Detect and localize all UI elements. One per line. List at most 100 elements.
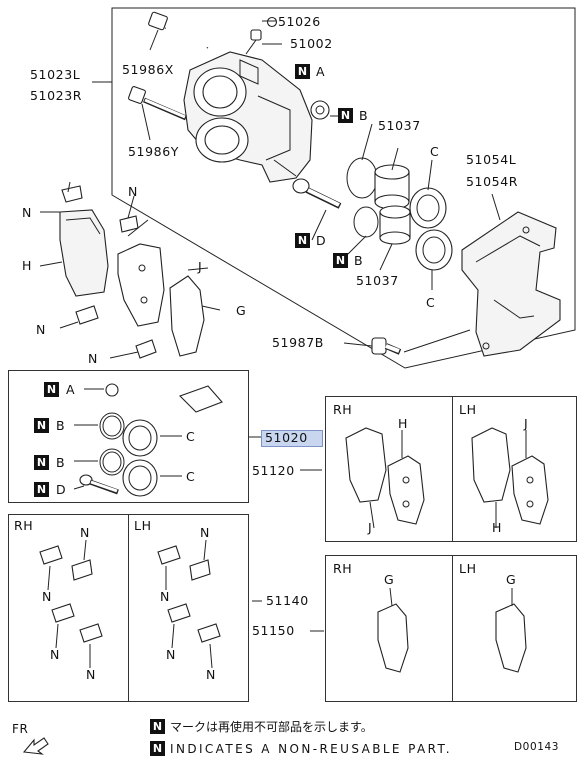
non-reusable-badge: N: [295, 64, 310, 79]
letter-j-lh: J: [524, 416, 529, 431]
non-reusable-badge: N: [295, 233, 310, 248]
letter-a-top: A: [316, 64, 326, 79]
clip-set-51140: [39, 545, 221, 643]
letter-a-kit: A: [66, 382, 76, 397]
letter-d-top: D: [316, 233, 327, 248]
letter-n-lh4: N: [206, 667, 216, 682]
fr-arrow-icon: [22, 737, 49, 755]
letter-h-rh: H: [398, 416, 408, 431]
letter-b-mid: B: [354, 253, 364, 268]
non-reusable-badge: N: [333, 253, 348, 268]
bolt-51986x: [148, 11, 209, 49]
letter-n-rh3: N: [50, 647, 60, 662]
non-reusable-badge: N: [34, 455, 49, 470]
non-reusable-badge: N: [338, 108, 353, 123]
diagram-code: D00143: [514, 741, 560, 753]
part-51140-label[interactable]: 51140: [266, 593, 309, 608]
letter-b-top: B: [359, 108, 369, 123]
bolt-51986y: [128, 86, 187, 121]
pin-d: [292, 178, 342, 209]
letter-n-lh2: N: [160, 589, 170, 604]
letter-g-rh: G: [384, 572, 395, 587]
rh-label-pads: RH: [333, 402, 353, 417]
shim-set-box: [325, 555, 577, 702]
part-51037-bottom-label[interactable]: 51037: [356, 273, 399, 288]
legend-japanese: マークは再使用不可部品を示します。: [170, 720, 373, 734]
letter-j-rh: J: [368, 520, 373, 535]
seal-kit-parts: [79, 383, 223, 497]
letter-d-kit: D: [56, 482, 67, 497]
bolt-51987b: [371, 337, 402, 355]
part-51986y-label[interactable]: 51986Y: [128, 144, 179, 159]
part-51987b-label[interactable]: 51987B: [272, 335, 324, 350]
letter-n-clip2: N: [22, 205, 32, 220]
support-bracket: [461, 211, 561, 357]
non-reusable-badge: N: [44, 382, 59, 397]
letter-c-mid: C: [426, 295, 436, 310]
letter-n-lh3: N: [166, 647, 176, 662]
fr-label: FR: [12, 722, 29, 736]
letter-c-top: C: [430, 144, 440, 159]
lh-label-shims: LH: [459, 561, 477, 576]
lh-label-pads: LH: [459, 402, 477, 417]
pad-j: [117, 243, 165, 327]
letter-b-kit2: B: [56, 455, 66, 470]
part-51020-highlight[interactable]: [261, 430, 323, 447]
part-51037-top-label[interactable]: 51037: [378, 118, 421, 133]
clip-set-divider: [128, 514, 129, 702]
pad-set-divider: [452, 396, 453, 542]
legend-badge-en: N: [150, 741, 165, 756]
letter-n-lh1: N: [200, 525, 210, 540]
clips-top: [61, 185, 157, 359]
part-51054r-label[interactable]: 51054R: [466, 174, 519, 189]
pad-set-box: [325, 396, 577, 542]
leaders-51150: [389, 587, 513, 607]
shim-g: [169, 275, 205, 357]
letter-g-shim: G: [236, 303, 247, 318]
pad-set-51120: [345, 427, 549, 525]
legend-badge-jp: N: [150, 719, 165, 734]
shim-set-divider: [452, 555, 453, 702]
letter-n-clip3: N: [36, 322, 46, 337]
part-51054l-label[interactable]: 51054L: [466, 152, 517, 167]
non-reusable-badge: N: [34, 418, 49, 433]
letter-h-lh: H: [492, 520, 502, 535]
pad-h: [59, 209, 109, 297]
part-51026-label[interactable]: 51026: [278, 14, 321, 29]
leaders-51120: [300, 430, 527, 529]
leaders-top: [39, 20, 501, 359]
part-51023l-label[interactable]: 51023L: [30, 67, 81, 82]
lh-label-clips: LH: [134, 518, 152, 533]
part-51002-label[interactable]: 51002: [290, 36, 333, 51]
letter-b-kit1: B: [56, 418, 66, 433]
part-51986x-label[interactable]: 51986X: [122, 62, 174, 77]
letter-c-kit1: C: [186, 429, 196, 444]
letter-n-rh1: N: [80, 525, 90, 540]
rh-label-clips: RH: [14, 518, 34, 533]
leaders-kit: [73, 388, 262, 490]
letter-h-pad: H: [22, 258, 32, 273]
letter-n-rh2: N: [42, 589, 52, 604]
ring-a-top: [310, 100, 330, 120]
piston-set-top: [346, 157, 453, 271]
caliper-body: [183, 51, 313, 183]
letter-j-pad: J: [198, 259, 203, 274]
legend-english: INDICATES A NON-REUSABLE PART.: [170, 742, 452, 756]
shim-set-51150: [377, 603, 527, 673]
part-51150-label[interactable]: 51150: [252, 623, 295, 638]
letter-n-clip1: N: [128, 184, 138, 199]
rh-label-shims: RH: [333, 561, 353, 576]
letter-g-lh: G: [506, 572, 517, 587]
bleeder-parts: [245, 16, 278, 55]
part-51023r-label[interactable]: 51023R: [30, 88, 83, 103]
part-51120-label[interactable]: 51120: [252, 463, 295, 478]
letter-n-clip4: N: [88, 351, 98, 366]
part-51020-label[interactable]: 51020: [265, 430, 308, 445]
seal-kit-box: [8, 370, 249, 503]
letter-c-kit2: C: [186, 469, 196, 484]
letter-n-rh4: N: [86, 667, 96, 682]
non-reusable-badge: N: [34, 482, 49, 497]
leaders-51140: [47, 539, 324, 669]
